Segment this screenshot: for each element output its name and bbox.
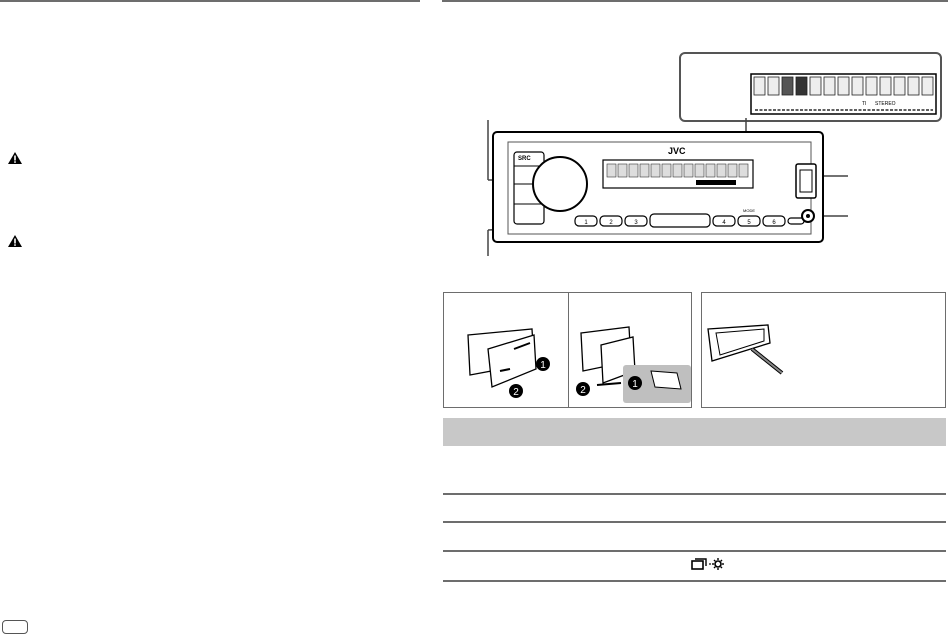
table-row-divider xyxy=(443,521,946,523)
svg-text:4: 4 xyxy=(722,220,726,226)
panel-reset-unit xyxy=(701,292,946,408)
svg-text:6: 6 xyxy=(772,220,776,226)
warning-triangle-icon xyxy=(8,235,22,247)
svg-text:SRC: SRC xyxy=(518,156,531,162)
right-column-top-rule xyxy=(442,0,948,2)
svg-text:1: 1 xyxy=(540,360,546,371)
svg-text:3: 3 xyxy=(634,220,638,226)
svg-text:MODE: MODE xyxy=(743,208,755,213)
lcd-display-callout: TI STEREO xyxy=(679,52,942,122)
panel-attach-faceplate: 1 2 xyxy=(443,292,569,408)
svg-text:2: 2 xyxy=(513,387,519,398)
svg-text:JVC: JVC xyxy=(668,146,686,156)
svg-text:2: 2 xyxy=(580,385,586,396)
table-row-divider xyxy=(443,493,946,495)
table-row-divider xyxy=(443,550,946,552)
table-header xyxy=(443,418,946,446)
svg-text:2: 2 xyxy=(609,220,613,226)
table-row xyxy=(443,495,946,521)
lcd-display-illustration: TI STEREO xyxy=(750,73,937,115)
table-row xyxy=(443,523,946,550)
car-stereo-illustration: SRC JVC 1 2 3 4 5 6 MODE xyxy=(487,118,848,256)
display-settings-icon xyxy=(691,558,724,570)
svg-text:5: 5 xyxy=(747,220,751,226)
attach-faceplate-illustration: 1 2 xyxy=(467,328,550,398)
table-row-divider xyxy=(443,580,946,582)
warning-triangle-icon xyxy=(8,152,22,164)
panel-detach-faceplate: 1 2 xyxy=(568,292,692,408)
page-number-badge xyxy=(2,620,28,634)
table-row xyxy=(443,446,946,493)
svg-text:1: 1 xyxy=(632,379,638,390)
left-column-top-rule xyxy=(0,0,420,2)
svg-text:TI: TI xyxy=(862,101,866,107)
svg-text:STEREO: STEREO xyxy=(875,101,896,107)
detach-faceplate-illustration: 1 2 xyxy=(576,326,691,403)
reset-unit-illustration xyxy=(707,324,784,375)
svg-text:1: 1 xyxy=(584,220,588,226)
